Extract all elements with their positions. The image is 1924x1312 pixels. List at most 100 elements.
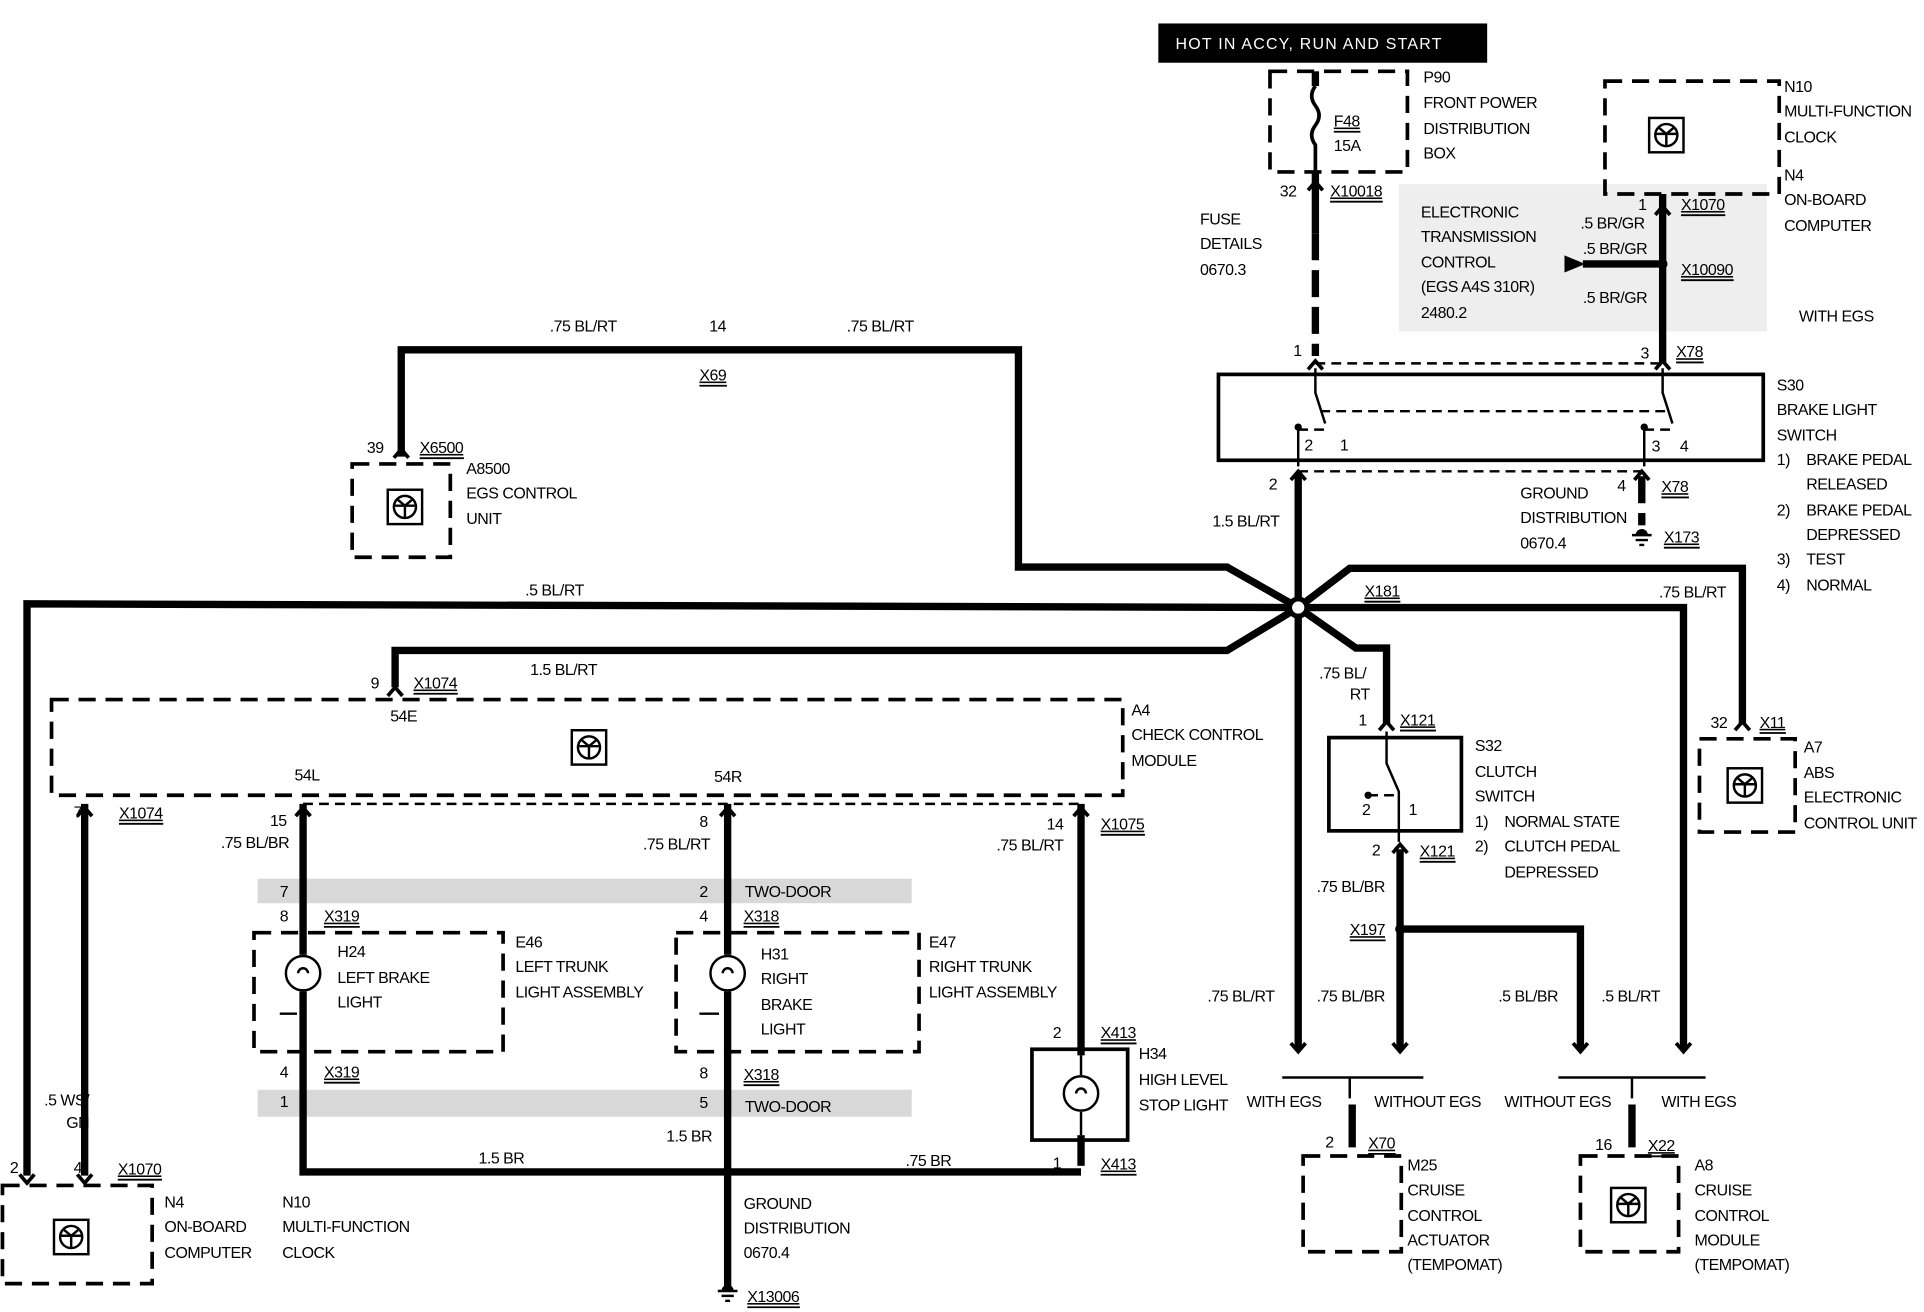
label: DISTRIBUTION: [1520, 510, 1627, 527]
label: 1.5 BL/RT: [530, 662, 598, 679]
lamp-icon: [284, 954, 322, 992]
label: 32: [1280, 183, 1297, 200]
label: DEPRESSED: [1504, 864, 1598, 881]
splice-icon: [1287, 596, 1310, 619]
label: .75 BL/RT: [996, 837, 1064, 854]
module-icon: [1647, 116, 1685, 154]
label: .75 BL/BR: [1317, 988, 1385, 1005]
label: COMPUTER: [1784, 218, 1871, 235]
label: LIGHT: [761, 1022, 806, 1039]
label: 14: [709, 318, 726, 335]
e47-right-trunk-light-box: [674, 930, 921, 1054]
label: EGS CONTROL: [466, 485, 577, 502]
label: 1: [1409, 802, 1418, 819]
module-icon: [570, 729, 608, 766]
arrow-icon: [1564, 255, 1586, 273]
label: ELECTRONIC: [1804, 790, 1902, 807]
label: 1: [1053, 1155, 1062, 1172]
label: 2): [1777, 503, 1790, 520]
label: ON-BOARD: [1784, 192, 1866, 209]
label: 32: [1710, 715, 1727, 732]
label: TWO-DOOR: [745, 1099, 831, 1116]
label: 2: [1269, 477, 1278, 494]
label: .5 BR/GR: [1583, 290, 1647, 307]
a7-abs-box: [1697, 736, 1798, 834]
label: 1.5 BL/RT: [1212, 514, 1280, 531]
label: GROUND: [744, 1196, 812, 1213]
ground-icon: [716, 1283, 739, 1303]
label: A7: [1804, 739, 1823, 756]
label: 54E: [390, 709, 417, 726]
label: FUSE: [1200, 212, 1241, 229]
label: H24: [337, 944, 365, 961]
label: LIGHT ASSEMBLY: [515, 985, 644, 1002]
label: .75 BR: [906, 1153, 952, 1170]
label: A4: [1131, 703, 1150, 720]
label: X11: [1760, 715, 1786, 732]
p90-box: [1268, 69, 1410, 174]
label: .5 WS/: [44, 1093, 90, 1110]
label: 15: [270, 813, 287, 830]
label: X181: [1364, 583, 1400, 600]
two-door-band-top: [257, 878, 912, 904]
label: (TEMPOMAT): [1407, 1257, 1502, 1274]
label: BOX: [1423, 145, 1456, 162]
label: 2): [1475, 839, 1488, 856]
label: N4: [164, 1195, 184, 1212]
label: X70: [1368, 1136, 1396, 1153]
label: SWITCH: [1475, 788, 1535, 805]
label: X121: [1420, 844, 1456, 861]
label: WITH EGS: [1661, 1094, 1736, 1111]
label: CLUTCH PEDAL: [1504, 839, 1620, 856]
label: 2: [10, 1160, 19, 1177]
label: .75 BL/RT: [1659, 585, 1727, 602]
label: COMPUTER: [164, 1245, 251, 1262]
label: ON-BOARD: [164, 1219, 246, 1236]
label: N10: [1784, 79, 1812, 96]
module-icon: [52, 1218, 90, 1256]
label: DISTRIBUTION: [1423, 121, 1530, 138]
label: 1.5 BR: [479, 1150, 525, 1167]
label: X1070: [1681, 197, 1725, 214]
label: LIGHT ASSEMBLY: [929, 985, 1058, 1002]
label: ABS: [1804, 765, 1834, 782]
label: 1.5 BR: [666, 1128, 712, 1145]
label: 1: [1293, 343, 1302, 360]
label: 2: [1053, 1025, 1062, 1042]
label: X1070: [118, 1161, 162, 1178]
module-icon: [386, 488, 424, 526]
label: X69: [699, 368, 727, 385]
label: 2480.2: [1421, 305, 1467, 322]
label: X413: [1101, 1025, 1137, 1042]
label: X10090: [1681, 262, 1734, 279]
two-door-band-bottom: [257, 1089, 912, 1117]
label: MULTI-FUNCTION: [282, 1219, 409, 1236]
label: CONTROL: [1695, 1208, 1770, 1225]
label: .75 BL/RT: [847, 318, 915, 335]
label: 2: [699, 884, 708, 901]
label: ELECTRONIC: [1421, 204, 1519, 221]
label: X173: [1664, 529, 1700, 546]
label: CLOCK: [282, 1245, 335, 1262]
label: .75 BL/RT: [550, 318, 618, 335]
title-text: HOT IN ACCY, RUN AND START: [1176, 36, 1443, 53]
title-banner: HOT IN ACCY, RUN AND START: [1158, 23, 1488, 63]
label: 16: [1595, 1137, 1612, 1154]
label: LEFT BRAKE: [337, 970, 429, 987]
label: 14: [1047, 817, 1064, 834]
label: NORMAL STATE: [1504, 814, 1619, 831]
label: CHECK CONTROL: [1131, 727, 1263, 744]
label: BRAKE: [761, 997, 813, 1014]
label: CRUISE: [1407, 1182, 1464, 1199]
label: 3: [1652, 439, 1661, 456]
label: CLOCK: [1784, 129, 1837, 146]
module-icon: [1726, 767, 1764, 804]
label: BRAKE PEDAL: [1806, 503, 1912, 520]
label: NORMAL: [1806, 577, 1872, 594]
label: UNIT: [466, 511, 502, 528]
label: TRANSMISSION: [1421, 229, 1536, 246]
label: .75 BL/RT: [643, 836, 711, 853]
label: CONTROL: [1407, 1208, 1482, 1225]
label: CLUTCH: [1475, 764, 1537, 781]
